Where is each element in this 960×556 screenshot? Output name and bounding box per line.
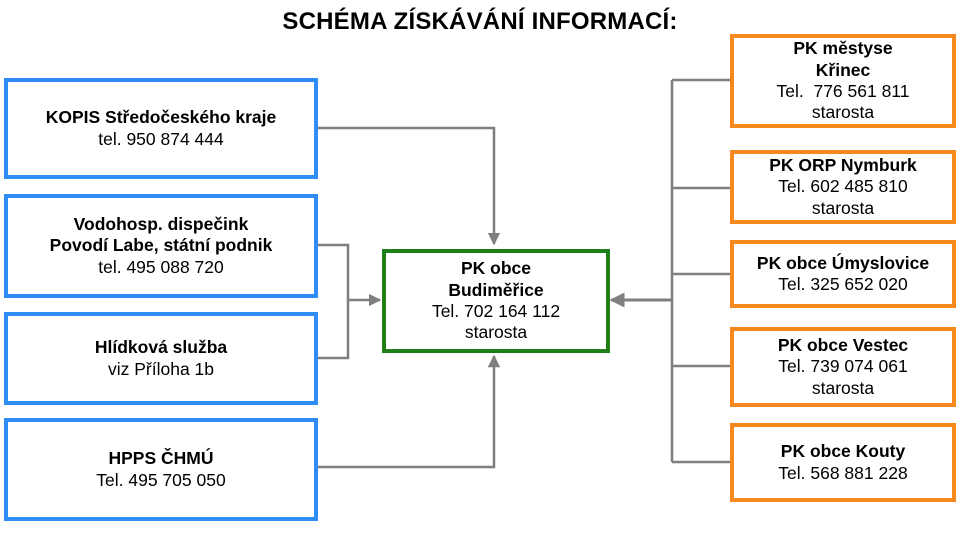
- box-hpps-name: HPPS ČHMÚ: [108, 448, 214, 469]
- diagram-title: SCHÉMA ZÍSKÁVÁNÍ INFORMACÍ:: [282, 8, 678, 35]
- box-hlidkova-detail: viz Příloha 1b: [107, 358, 215, 379]
- box-hlidkova: Hlídková služba viz Příloha 1b: [4, 312, 318, 405]
- box-vestec: PK obce Vestec Tel. 739 074 061 starosta: [730, 327, 956, 407]
- box-umyslovice-phone: Tel. 325 652 020: [778, 274, 908, 294]
- box-vodohosp-name1: Vodohosp. dispečink: [73, 213, 249, 234]
- box-krinec-role: starosta: [811, 102, 875, 123]
- box-vestec-phone: Tel. 739 074 061: [778, 356, 908, 377]
- box-hlidkova-name: Hlídková služba: [94, 337, 228, 358]
- box-krinec-name2: Křinec: [815, 59, 871, 80]
- box-vodohosp-name2: Povodí Labe, státní podnik: [49, 235, 273, 256]
- box-vodohosp-phone: tel. 495 088 720: [98, 256, 224, 277]
- box-nymburk: PK ORP Nymburk Tel. 602 485 810 starosta: [730, 150, 956, 224]
- box-kopis-phone: tel. 950 874 444: [98, 128, 224, 149]
- box-vestec-role: starosta: [811, 377, 875, 398]
- connector-kopis: [318, 126, 501, 246]
- box-budimerice-name2: Budiměřice: [448, 279, 544, 300]
- box-nymburk-role: starosta: [811, 197, 875, 218]
- box-umyslovice: PK obce Úmyslovice Tel. 325 652 020: [730, 240, 956, 308]
- box-krinec-name1: PK městyse: [793, 38, 893, 59]
- box-vodohosp: Vodohosp. dispečink Povodí Labe, státní …: [4, 194, 318, 298]
- box-budimerice-role: starosta: [464, 322, 528, 343]
- box-nymburk-phone: Tel. 602 485 810: [778, 176, 908, 197]
- connector-vodohosp: [318, 243, 350, 360]
- box-budimerice-name1: PK obce: [460, 258, 532, 279]
- box-budimerice-phone: Tel. 702 164 112: [431, 301, 561, 321]
- box-hpps: HPPS ČHMÚ Tel. 495 705 050: [4, 418, 318, 521]
- box-vestec-name: PK obce Vestec: [777, 334, 909, 355]
- box-nymburk-name: PK ORP Nymburk: [769, 154, 917, 175]
- box-kopis: KOPIS Středočeského kraje tel. 950 874 4…: [4, 78, 318, 179]
- box-kouty-phone: Tel. 568 881 228: [778, 462, 908, 483]
- box-krinec-phone: Tel. 776 561 811: [776, 81, 910, 101]
- box-krinec: PK městyse Křinec Tel. 776 561 811 staro…: [730, 34, 956, 128]
- box-budimerice: PK obce Budiměřice Tel. 702 164 112 star…: [382, 249, 610, 353]
- connector-hpps: [318, 354, 501, 469]
- box-kouty: PK obce Kouty Tel. 568 881 228: [730, 423, 956, 502]
- box-kopis-name: KOPIS Středočeského kraje: [45, 107, 277, 128]
- box-kouty-name: PK obce Kouty: [780, 441, 906, 462]
- box-umyslovice-name: PK obce Úmyslovice: [756, 252, 930, 273]
- box-hpps-phone: Tel. 495 705 050: [96, 469, 226, 490]
